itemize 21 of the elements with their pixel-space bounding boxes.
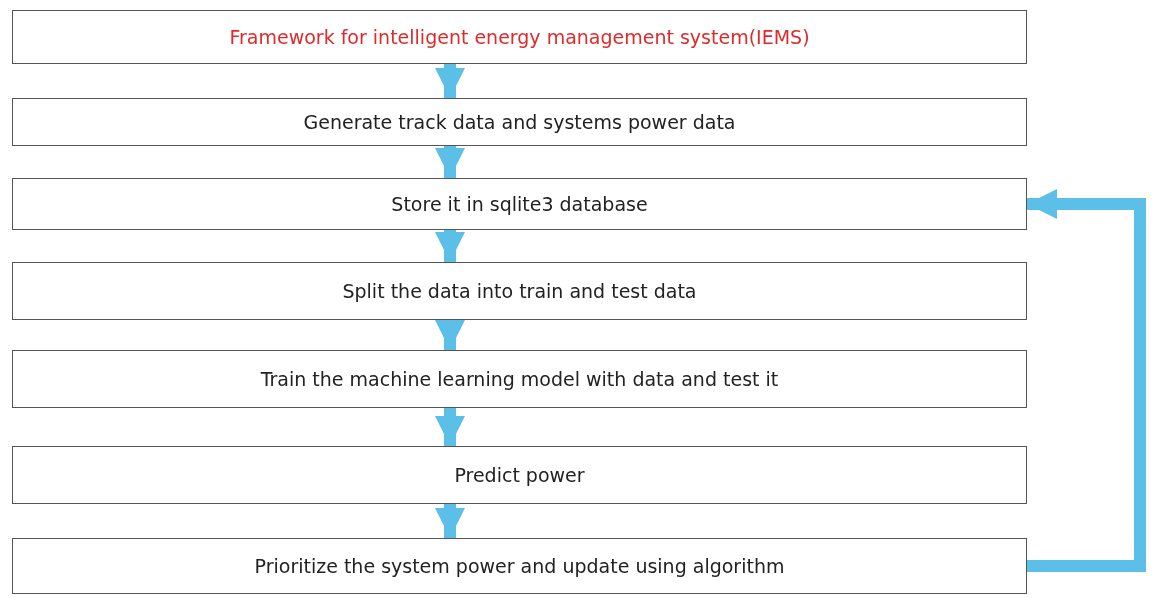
arrow (435, 64, 465, 98)
process-box (12, 10, 1027, 64)
arrow (435, 408, 465, 446)
process-box (12, 446, 1027, 504)
process-box (12, 538, 1027, 594)
step-text: Predict power (454, 464, 585, 486)
arrow (435, 146, 465, 178)
step-text: Framework for intelligent energy management system(IEMS) (229, 26, 810, 48)
process-box (12, 178, 1027, 230)
step-text: Store it in sqlite3 database (391, 193, 648, 215)
arrow (435, 320, 465, 350)
step-text: Train the machine learning model with data and test it (260, 368, 779, 390)
step-text: Prioritize the system power and update using algorithm (254, 555, 785, 577)
process-box (12, 262, 1027, 320)
arrow (435, 230, 465, 262)
process-box (12, 350, 1027, 408)
arrow (435, 504, 465, 538)
arrow (1027, 189, 1146, 572)
process-box (12, 98, 1027, 146)
step-text: Generate track data and systems power data (303, 111, 736, 133)
step-text: Split the data into train and test data (342, 280, 697, 302)
